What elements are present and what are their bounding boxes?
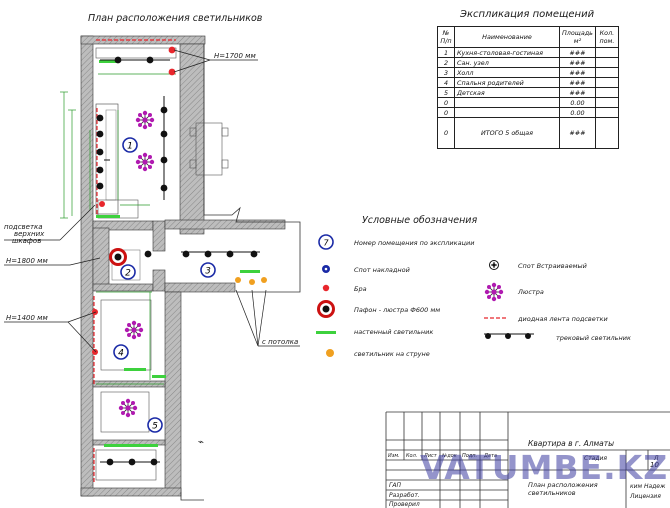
legend-plafond: Пафон - люстра Ф600 мм xyxy=(354,306,440,314)
ceiling-note: с потолка xyxy=(262,338,298,346)
stamp-title-line1: План расположения xyxy=(528,481,598,489)
stamp-head-4: Подп. xyxy=(462,453,477,459)
watermark: VATUMBE.KZ xyxy=(420,448,669,487)
height-label-1400: H=1400 мм xyxy=(6,314,48,322)
backlight-note-line1: подсветка xyxy=(4,223,43,231)
height-label-1700: H=1700 мм xyxy=(214,52,256,60)
svg-text:4: 4 xyxy=(118,349,124,359)
col-name-header: Наименование xyxy=(454,26,560,48)
stamp-role-1: Разработ. xyxy=(389,492,420,499)
svg-text:3: 3 xyxy=(205,267,211,277)
svg-text:5: 5 xyxy=(152,422,158,432)
stamp-sheet-number: 10 xyxy=(650,461,659,469)
legend-track-light: трековый светильник xyxy=(556,334,631,342)
height-label-1800: H=1800 мм xyxy=(6,257,48,265)
chandeliers xyxy=(118,110,155,418)
legend: Условные обозначения 7 Номер помещения п… xyxy=(316,215,631,358)
legend-led-strip: диодная лента подсветки xyxy=(517,315,608,323)
plafond-lamp xyxy=(109,248,127,266)
legend-room-number: Номер помещения по экспликации xyxy=(354,239,474,247)
stamp-head-5: Дата xyxy=(483,453,497,459)
legend-chandelier: Люстра xyxy=(517,288,544,296)
red-sconces xyxy=(92,46,176,355)
stamp-head-2: Лист xyxy=(423,453,438,459)
svg-text:⌁: ⌁ xyxy=(198,437,204,448)
legend-wall-light: настенный светильник xyxy=(354,328,433,336)
legend-string-light: светильник на струне xyxy=(354,350,430,358)
stamp-head-0: Изм. xyxy=(388,453,400,459)
string-lights xyxy=(235,277,267,285)
stamp-stage-label: Стадия xyxy=(584,455,607,462)
explication-title: Экспликация помещений xyxy=(459,9,595,20)
stamp-role-0: ГАП xyxy=(389,482,401,489)
svg-text:2: 2 xyxy=(125,269,131,279)
col-num-header: № П/п xyxy=(437,26,455,48)
stamp-company-1: ким Надеж xyxy=(630,483,666,490)
stamp-role-2: Проверил xyxy=(389,501,420,508)
svg-text:1: 1 xyxy=(127,142,133,152)
stamp-sheet-label: Л xyxy=(653,455,659,462)
legend-spot-surface: Спот накладной xyxy=(354,266,410,274)
plan-title: План расположения светильников xyxy=(88,13,263,24)
stamp-head-3: №док xyxy=(441,453,457,459)
col-count-header: Кол. пом. xyxy=(594,26,619,48)
legend-spot-recessed: Спот Встраиваемый xyxy=(518,262,587,270)
stamp-title-line2: светильников xyxy=(528,489,576,497)
backlight-note-line3: шкафов xyxy=(12,237,41,245)
backlight-note-line2: верхних xyxy=(14,230,45,238)
stamp-company-2: Лицензия xyxy=(629,493,661,500)
legend-title: Условные обозначения xyxy=(362,215,477,226)
explication-table: № П/п Наименование Площадь м² Кол. пом. … xyxy=(437,26,619,149)
legend-room-sample: 7 xyxy=(323,239,329,248)
legend-sconce: Бра xyxy=(354,285,367,293)
stamp-head-1: Кол. xyxy=(406,453,417,459)
title-block-lines xyxy=(385,411,670,508)
stamp-project: Квартира в г. Алматы xyxy=(528,439,614,448)
col-area-header: Площадь м² xyxy=(559,26,596,48)
room-numbers: 1 2 3 4 5 xyxy=(113,137,216,433)
